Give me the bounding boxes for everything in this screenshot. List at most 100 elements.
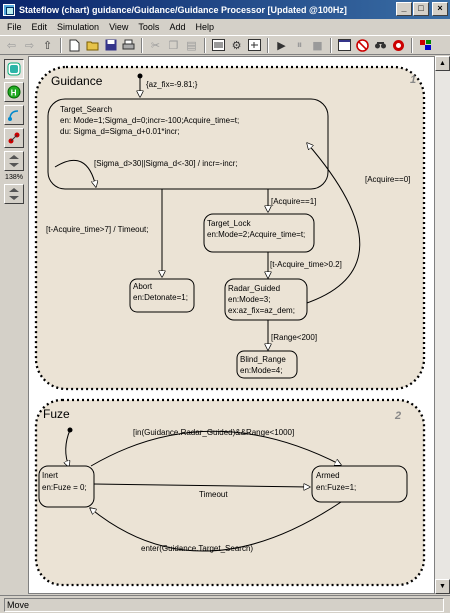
state-fuze-label: Fuze — [43, 407, 70, 421]
abort-name: Abort — [133, 282, 153, 291]
zoom-tool-button-2[interactable] — [4, 184, 24, 204]
state-inert[interactable]: Inert en:Fuze = 0; — [38, 465, 95, 508]
minimize-button[interactable]: _ — [396, 2, 412, 16]
scroll-up-arrow-icon[interactable]: ▲ — [435, 56, 450, 71]
state-guidance-order: 1 — [410, 74, 416, 86]
zoom-tool-button[interactable] — [4, 151, 24, 171]
svg-text:H: H — [11, 89, 17, 98]
enter-label: enter(Guidance.Target_Search) — [141, 544, 253, 553]
save-icon[interactable] — [103, 38, 118, 53]
timeout-label: Timeout — [199, 490, 228, 499]
model-explorer-icon[interactable] — [211, 38, 226, 53]
menu-add[interactable]: Add — [169, 22, 186, 32]
stateflow-app-icon — [3, 3, 15, 16]
toolbar-separator — [267, 37, 269, 53]
toolbar: ⇦ ⇨ ⇧ ✂ ❐ ▤ ⚙ ▶ ⏸ ■ — [0, 35, 450, 55]
blind-range-name: Blind_Range — [240, 355, 286, 364]
target-icon[interactable] — [391, 38, 406, 53]
zoom-level: 138% — [5, 174, 23, 181]
range-transition-label: [Range<200] — [271, 333, 317, 342]
chart-canvas[interactable]: Guidance 1 {az_fix=-9.81;} Target_Search… — [28, 56, 435, 594]
debug-icon[interactable] — [247, 38, 262, 53]
blind-range-entry: en:Mode=4; — [240, 366, 282, 375]
acquire-false-label: [Acquire==0] — [365, 175, 410, 184]
state-radar-guided[interactable]: Radar_Guided en:Mode=3; ex:az_fix=az_dem… — [224, 278, 308, 321]
inert-entry: en:Fuze = 0; — [42, 483, 87, 492]
vertical-scrollbar[interactable]: ▲ ▼ — [435, 56, 450, 594]
paste-icon[interactable]: ▤ — [186, 38, 197, 52]
acquire-true-label: [Acquire==1] — [271, 197, 316, 206]
find-icon[interactable] — [373, 38, 388, 53]
history-junction-button[interactable]: H — [4, 82, 24, 102]
title-bar[interactable]: Stateflow (chart) guidance/Guidance/Guid… — [0, 0, 450, 19]
toolbar-separator — [60, 37, 62, 53]
target-lock-entry: en:Mode=2;Acquire_time=t; — [207, 230, 305, 239]
up-arrow-icon[interactable]: ⇧ — [42, 38, 53, 52]
object-palette: H 138% — [0, 56, 28, 594]
target-lock-name: Target_Lock — [207, 219, 252, 228]
transition-timeout[interactable] — [93, 484, 310, 487]
print-icon[interactable] — [121, 38, 136, 53]
default-transition-fuze — [66, 429, 71, 467]
self-transition-label: [Sigma_d>30||Sigma_d<-30] / incr=-incr; — [94, 159, 238, 168]
state-abort[interactable]: Abort en:Detonate=1; — [129, 278, 195, 313]
arm-transition-label: [in(Guidance.Radar_Guided)&&Range<1000] — [133, 428, 294, 437]
target-search-during: du: Sigma_d=Sigma_d+0.01*incr; — [60, 127, 180, 136]
pause-icon[interactable]: ⏸ — [296, 38, 303, 51]
explorer-icon[interactable] — [337, 38, 352, 53]
stateflow-diagram: Guidance 1 {az_fix=-9.81;} Target_Search… — [34, 65, 426, 587]
menu-help[interactable]: Help — [195, 22, 214, 32]
window-title: Stateflow (chart) guidance/Guidance/Guid… — [19, 4, 347, 15]
menu-tools[interactable]: Tools — [138, 22, 160, 32]
target-search-name: Target_Search — [60, 105, 112, 114]
copy-icon[interactable]: ❐ — [168, 38, 179, 52]
toolbar-separator — [141, 37, 143, 53]
menu-file[interactable]: File — [7, 22, 22, 32]
library-icon[interactable] — [418, 38, 433, 53]
new-icon[interactable] — [67, 38, 82, 53]
forward-arrow-icon[interactable]: ⇨ — [24, 38, 35, 52]
armed-name: Armed — [316, 471, 340, 480]
state-blind-range[interactable]: Blind_Range en:Mode=4; — [236, 350, 298, 379]
play-icon[interactable]: ▶ — [277, 38, 286, 52]
cut-icon[interactable]: ✂ — [150, 38, 161, 52]
state-target-lock[interactable]: Target_Lock en:Mode=2;Acquire_time=t; — [203, 213, 315, 253]
toolbar-separator — [411, 37, 413, 53]
maximize-button[interactable]: □ — [413, 2, 429, 16]
status-text: Move — [4, 597, 444, 612]
timeout-transition-label: [t-Acquire_time>7] / Timeout; — [46, 225, 149, 234]
window-controls: _ □ × — [396, 2, 448, 16]
build-icon[interactable]: ⚙ — [231, 38, 242, 52]
radar-guided-entry: en:Mode=3; — [228, 295, 270, 304]
radar-guided-name: Radar_Guided — [228, 284, 280, 293]
self-transition[interactable] — [54, 159, 96, 187]
menu-edit[interactable]: Edit — [31, 22, 48, 32]
toolbar-separator — [204, 37, 206, 53]
menu-simulation[interactable]: Simulation — [57, 22, 100, 32]
connective-junction-button[interactable] — [4, 128, 24, 148]
state-armed[interactable]: Armed en:Fuze=1; — [311, 465, 408, 503]
no-entry-icon[interactable] — [355, 38, 370, 53]
armed-entry: en:Fuze=1; — [316, 483, 356, 492]
state-fuze-order: 2 — [394, 410, 401, 422]
inert-name: Inert — [42, 471, 59, 480]
transition-back-to-target-search[interactable] — [303, 143, 361, 305]
target-search-entry: en: Mode=1;Sigma_d=0;incr=-100;Acquire_t… — [60, 116, 239, 125]
radar-guided-exit: ex:az_fix=az_dem; — [228, 306, 295, 315]
transition-armed-to-inert[interactable] — [90, 501, 342, 552]
state-tool-button[interactable] — [4, 59, 24, 79]
state-target-search[interactable]: Target_Search en: Mode=1;Sigma_d=0;incr=… — [47, 98, 329, 190]
open-icon[interactable] — [85, 38, 100, 53]
close-button[interactable]: × — [432, 2, 448, 16]
state-guidance-label: Guidance — [51, 74, 103, 88]
back-arrow-icon[interactable]: ⇦ — [6, 38, 17, 52]
lock-transition-label: [t-Acquire_time>0.2] — [270, 260, 342, 269]
scroll-down-arrow-icon[interactable]: ▼ — [435, 579, 450, 594]
transition-inert-to-armed[interactable] — [90, 430, 341, 467]
default-transition-button[interactable] — [4, 105, 24, 125]
menu-view[interactable]: View — [109, 22, 129, 32]
default-transition-action: {az_fix=-9.81;} — [146, 80, 198, 89]
toolbar-separator — [330, 37, 332, 53]
abort-entry: en:Detonate=1; — [133, 293, 188, 302]
stop-icon[interactable]: ■ — [312, 38, 323, 52]
